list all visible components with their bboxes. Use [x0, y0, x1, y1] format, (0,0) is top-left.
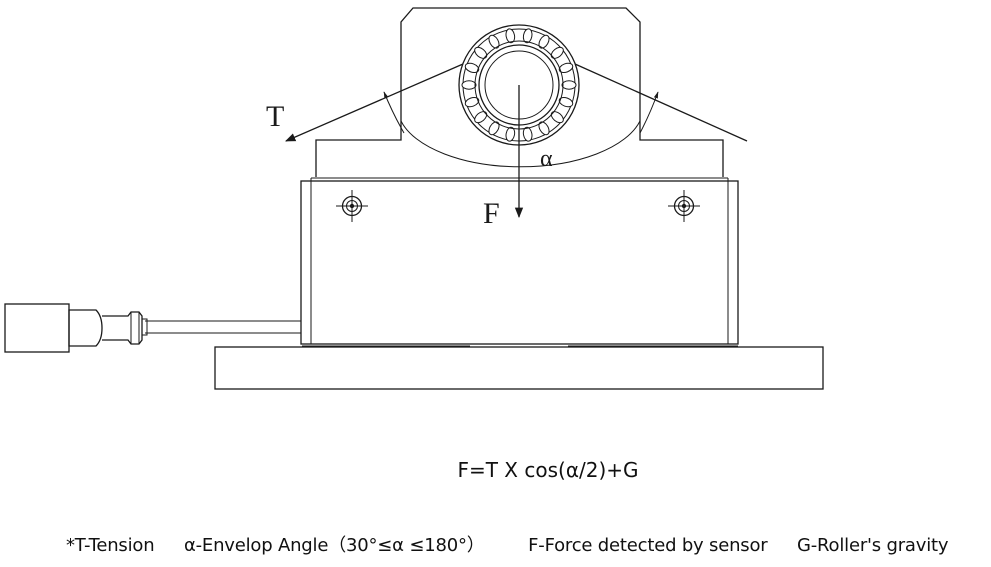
tension-sensor-diagram: T F α — [4, 7, 824, 390]
mounting-bolt-left — [336, 190, 368, 222]
bearing-roller — [550, 111, 564, 124]
bearing-roller — [561, 80, 577, 90]
cable-connector — [4, 303, 148, 353]
label-tension: T — [266, 100, 284, 133]
envelope-angle-arcs — [383, 91, 659, 134]
bearing-roller — [461, 80, 477, 90]
legend-envelope-angle: α-Envelop Angle（30°≤α ≤180°） — [183, 535, 485, 556]
cable — [145, 320, 301, 334]
bearing-roller — [558, 96, 574, 108]
label-force: F — [483, 197, 500, 230]
bearing-roller — [474, 46, 488, 59]
bearing-roller — [464, 96, 480, 108]
bearing-roller — [505, 28, 516, 44]
legend-gravity: G-Roller's gravity — [797, 535, 949, 556]
bearing-roller — [505, 126, 516, 142]
bearing-roller — [550, 46, 564, 59]
bearing-roller — [522, 28, 533, 44]
legend-tension: *T-Tension — [66, 535, 155, 556]
bearing-roller — [522, 126, 533, 142]
label-alpha: α — [540, 146, 553, 172]
legend: *T-Tension α-Envelop Angle（30°≤α ≤180°） … — [66, 531, 991, 557]
bearing-roller — [538, 121, 550, 136]
bearing-roller — [474, 111, 488, 124]
tension-formula: F=T X cos(α/2)+G — [457, 458, 639, 482]
bearing-housing — [315, 7, 724, 177]
bearing-roller — [538, 34, 550, 49]
bearing-roller — [464, 62, 480, 74]
bearing-roller — [488, 121, 500, 136]
bearing-rollers — [461, 28, 577, 142]
bearing-roller — [558, 62, 574, 74]
mounting-bolt-right — [668, 190, 700, 222]
tension-belt — [285, 63, 748, 142]
base-plate — [214, 346, 824, 390]
legend-force: F-Force detected by sensor — [528, 535, 768, 556]
bearing-roller — [488, 34, 500, 49]
